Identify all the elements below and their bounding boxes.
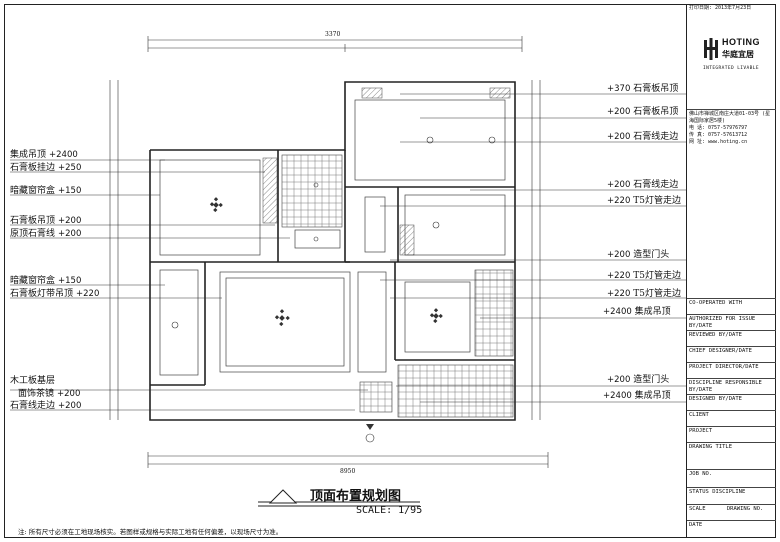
brand-name: HOTING bbox=[722, 37, 760, 47]
drawing-no-label: DRAWING NO. bbox=[726, 506, 764, 512]
right-label-10: +2400 集成吊顶 bbox=[603, 391, 671, 401]
drawing-border bbox=[4, 4, 776, 538]
title-block: 打印日期: 2013年7月23日 佛山市禅城区南庄大道01-03号 (星海国际家… bbox=[686, 4, 776, 538]
left-label-5: 暗藏窗帘盒+150 bbox=[10, 276, 82, 286]
right-label-6: +220 T5灯管走边 bbox=[607, 271, 681, 281]
address: 佛山市禅城区南庄大道01-03号 (星海国际家居5楼) bbox=[689, 111, 771, 124]
drawing-title: 顶面布置规划图 bbox=[310, 489, 402, 504]
tb-row-9: DRAWING TITLE bbox=[687, 442, 776, 452]
tb-row-12: SCALE DRAWING NO. bbox=[687, 504, 776, 514]
left-label-0: 集成吊顶+2400 bbox=[10, 150, 78, 160]
tb-row-8: PROJECT bbox=[687, 426, 776, 436]
right-label-0: +370 石膏板吊顶 bbox=[607, 84, 679, 94]
tb-row-0: CO-OPERATED WITH bbox=[687, 298, 776, 308]
tb-row-1: AUTHORIZED FOR ISSUE BY/DATE bbox=[687, 314, 776, 331]
left-label-3: 石膏板吊顶+200 bbox=[10, 216, 82, 226]
fax: 传 真: 0757-57613712 bbox=[689, 132, 748, 138]
tb-row-6: DESIGNED BY/DATE bbox=[687, 394, 776, 404]
tb-row-4: PROJECT DIRECTOR/DATE bbox=[687, 362, 776, 372]
contact-info: 佛山市禅城区南庄大道01-03号 (星海国际家居5楼) 电 话: 0757-57… bbox=[687, 109, 776, 149]
brand-name-cn: 华庭宜居 bbox=[722, 50, 754, 59]
tb-row-3: CHIEF DESIGNER/DATE bbox=[687, 346, 776, 356]
drawing-note: 注: 所有尺寸必须在工地现场核实。若图样或规格与实际工地有任何偏差，以现场尺寸为… bbox=[18, 528, 283, 536]
right-label-2: +200 石膏线走边 bbox=[607, 132, 679, 142]
right-label-3: +200 石膏线走边 bbox=[607, 180, 679, 190]
header-stamp: 打印日期: 2013年7月23日 bbox=[689, 5, 752, 11]
tb-row-7: CLIENT bbox=[687, 410, 776, 420]
left-label-4: 原顶石膏线+200 bbox=[10, 229, 82, 239]
right-label-9: +200 造型门头 bbox=[607, 375, 670, 385]
brand-tagline: INTEGRATED LIVABLE bbox=[703, 66, 759, 71]
right-label-7: +220 T5灯管走边 bbox=[607, 289, 681, 299]
tb-row-5: DISCIPLINE RESPONSIBLE BY/DATE bbox=[687, 378, 776, 395]
left-label-8: 面饰茶镜+200 bbox=[18, 389, 81, 399]
left-label-1: 石膏板挂边+250 bbox=[10, 163, 82, 173]
right-label-4: +220 T5灯管走边 bbox=[607, 196, 681, 206]
right-label-1: +200 石膏板吊顶 bbox=[607, 107, 679, 117]
tb-row-11: STATUS DISCIPLINE bbox=[687, 487, 776, 497]
right-label-8: +2400 集成吊顶 bbox=[603, 307, 671, 317]
tb-row-13: DATE bbox=[687, 520, 776, 530]
left-label-6: 石膏板灯带吊顶+220 bbox=[10, 289, 100, 299]
tb-row-10: JOB NO. bbox=[687, 469, 776, 479]
bottom-dimension: 8950 bbox=[340, 468, 356, 475]
left-label-2: 暗藏窗帘盒+150 bbox=[10, 186, 82, 196]
left-label-9: 石膏线走边+200 bbox=[10, 401, 82, 411]
drawing-scale: SCALE: 1/95 bbox=[356, 505, 423, 516]
right-label-5: +200 造型门头 bbox=[607, 250, 670, 260]
tb-row-2: REVIEWED BY/DATE bbox=[687, 330, 776, 340]
hoting-logo-icon bbox=[704, 38, 718, 60]
web: 网 址: www.hoting.cn bbox=[689, 139, 748, 145]
top-dimension: 3370 bbox=[325, 31, 341, 38]
status-value: DISCIPLINE bbox=[712, 489, 746, 495]
left-label-7: 木工板基层 bbox=[10, 376, 56, 386]
tel: 电 话: 0757-57976797 bbox=[689, 125, 748, 131]
